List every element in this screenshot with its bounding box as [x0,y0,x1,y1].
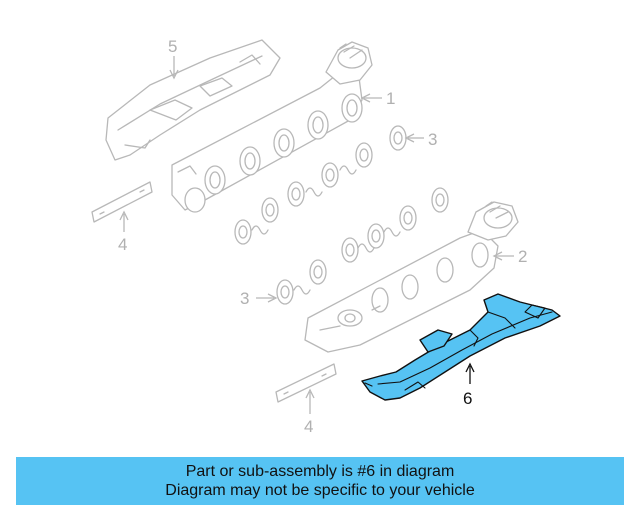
leader-4b-arrow [305,388,315,399]
part-4-upper-bracket [91,181,153,223]
leader-5-arrow [169,69,179,80]
leader-3a-arrow [404,133,415,143]
leader-lines [119,56,514,414]
part-3-lower-gasket-set [276,187,449,305]
part-2-lower-exhaust-manifold [304,201,519,353]
callout-labels: 5 1 3 4 2 3 4 6 [118,37,527,436]
leader-3b-arrow [267,293,278,303]
callout-1: 1 [386,89,395,108]
callout-3-lower: 3 [240,289,249,308]
leader-1-arrow [360,93,371,103]
callout-4-lower: 4 [304,417,313,436]
part-5-upper-heat-shield [105,39,281,161]
part-1-upper-exhaust-manifold [171,41,373,213]
part-4-lower-bracket [275,363,337,403]
callout-3-upper: 3 [428,130,437,149]
part-6-lower-heat-shield [361,293,561,401]
banner-line-2: Diagram may not be specific to your vehi… [165,482,475,499]
callout-5: 5 [168,37,177,56]
banner-line-1: Part or sub-assembly is #6 in diagram [185,463,455,480]
callout-6: 6 [463,389,472,408]
callout-2: 2 [518,247,527,266]
callout-4-upper: 4 [118,235,127,254]
info-banner: Part or sub-assembly is #6 in diagram Di… [16,457,624,505]
leader-4a-arrow [119,210,129,221]
part-3-upper-gasket-set [234,125,407,245]
leader-6-arrow [465,362,475,373]
leader-2-arrow [492,251,503,261]
